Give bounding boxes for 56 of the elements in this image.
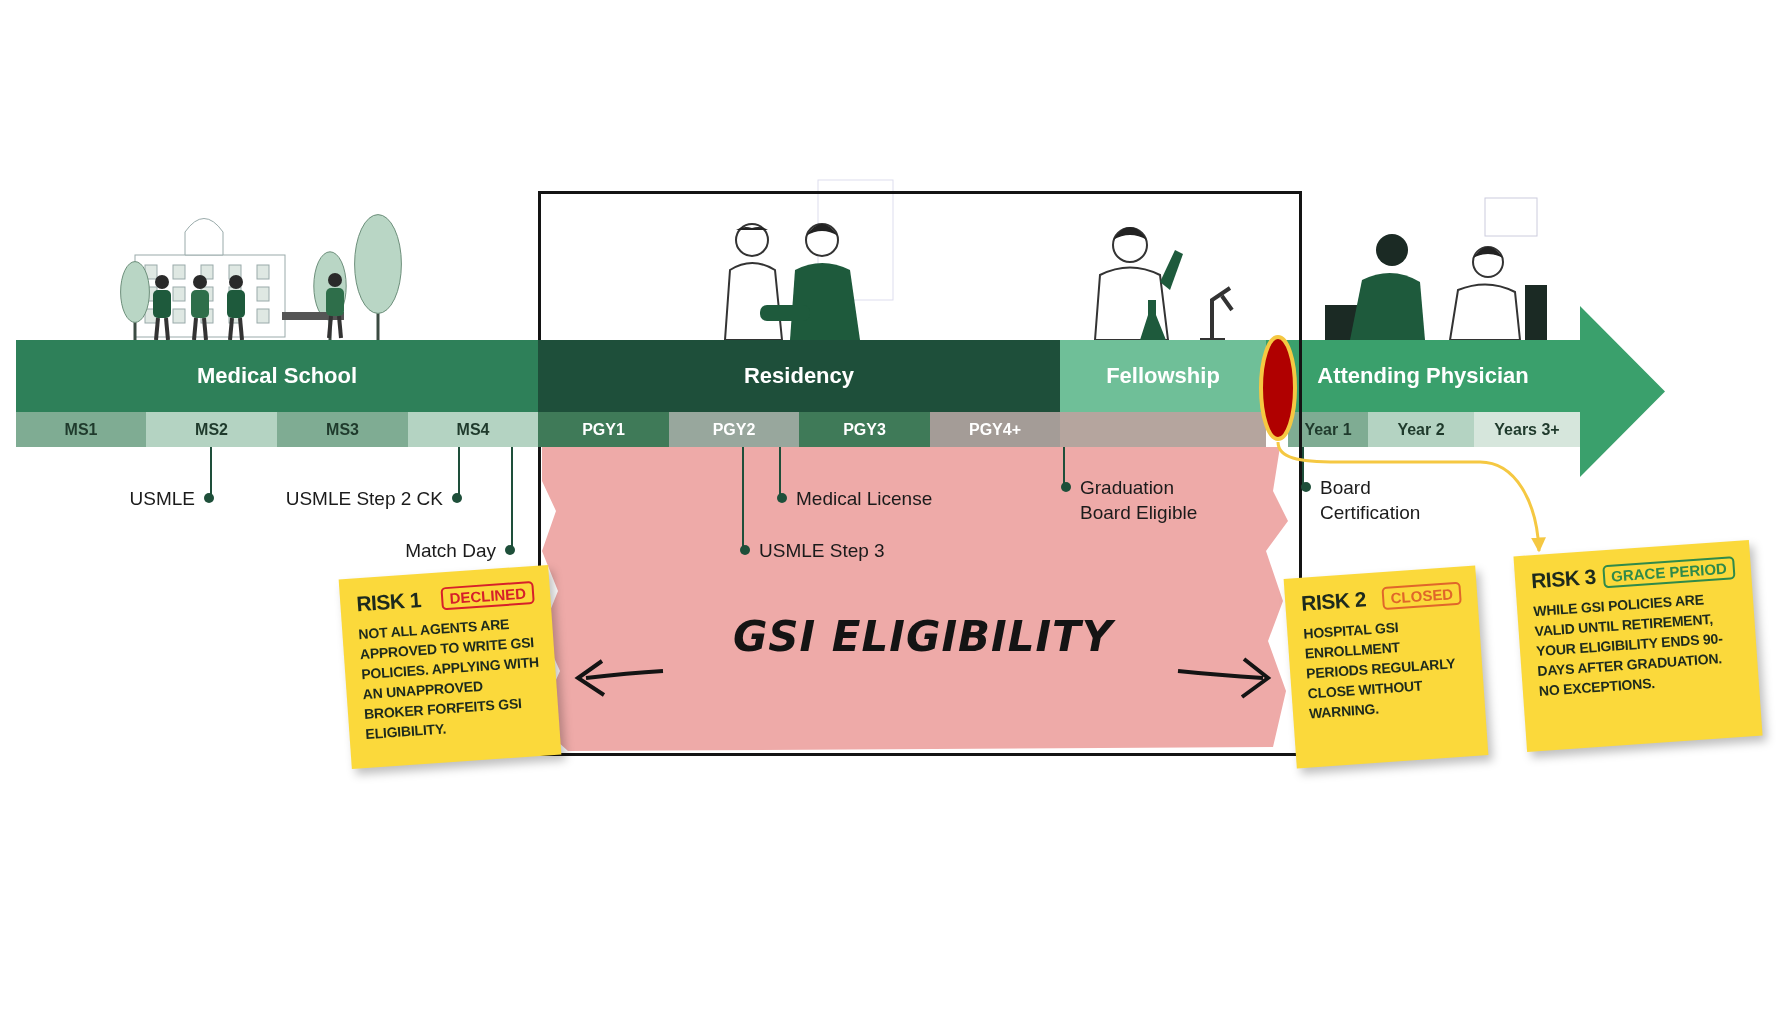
milestone-label: Board Certification [1306, 474, 1476, 526]
year-label: PGY2 [711, 419, 757, 440]
milestone-label: USMLE [110, 485, 209, 511]
leader-line [505, 446, 515, 555]
year-label: MS3 [325, 419, 360, 440]
title-text: GSI ELIGIBILITY [731, 612, 1117, 661]
year-label: Year 1 [1303, 419, 1353, 440]
year-label: MS4 [455, 419, 491, 440]
phase-band [538, 340, 1060, 412]
note-heading: RISK 1 [355, 587, 422, 617]
phase-band [1060, 340, 1266, 412]
status-stamp: DECLINED [440, 580, 535, 610]
leader-line [1061, 446, 1071, 492]
leader-line [777, 446, 787, 503]
leader-line [740, 446, 750, 555]
leader-line [1301, 446, 1311, 492]
year-cell [669, 412, 799, 447]
status-stamp: CLOSED [1381, 581, 1462, 610]
year-cell [930, 412, 1060, 447]
year-label: PGY3 [842, 419, 887, 440]
year-label: PGY4+ [968, 419, 1022, 440]
milestone-label: Graduation Board Eligible [1066, 474, 1216, 526]
phase-label: Attending Physician [1316, 362, 1530, 390]
note-text: NOT ALL AGENTS ARE APPROVED TO WRITE GSI POLICIES. APPLYING WITH AN UNAPPROVED BROKER FORFEITS GSI ELIGIBILITY. [357, 614, 541, 745]
phase-band [16, 340, 538, 412]
year-cell [277, 412, 408, 447]
milestone-label: Medical License [782, 485, 972, 511]
milestone-label: USMLE Step 2 CK [250, 485, 457, 511]
leader-line [204, 446, 214, 503]
note-text: HOSPITAL GSI ENROLLMENT PERIODS REGULARLY CLOSE WITHOUT WARNING. [1302, 618, 1457, 724]
year-label: PGY1 [581, 419, 626, 440]
year-cell [799, 412, 930, 447]
sticky-note [1283, 565, 1489, 769]
phase-label: Residency [742, 362, 856, 390]
year-label: Years 3+ [1493, 419, 1561, 440]
phase-label: Medical School [195, 362, 359, 390]
year-cell [408, 412, 538, 447]
arrow [1276, 441, 1546, 553]
year-cell [1368, 412, 1474, 447]
milestone-label: USMLE Step 3 [745, 537, 915, 563]
year-cell [16, 412, 146, 447]
phase-label: Fellowship [1105, 362, 1221, 390]
year-cell [146, 412, 277, 447]
progress-cell [1060, 412, 1266, 447]
year-label: Year 2 [1396, 419, 1446, 440]
note-heading: RISK 2 [1300, 587, 1367, 616]
status-stamp: GRACE PERIOD [1602, 555, 1736, 588]
bracket-frame [538, 191, 1302, 756]
year-cell [538, 412, 669, 447]
leader-line [452, 446, 462, 503]
year-cell [1288, 412, 1368, 447]
year-label: MS2 [194, 419, 229, 440]
year-cell [1474, 412, 1580, 447]
milestone-label: Match Day [380, 537, 510, 563]
year-label: MS1 [63, 419, 99, 440]
highlight-oval [1258, 334, 1298, 442]
